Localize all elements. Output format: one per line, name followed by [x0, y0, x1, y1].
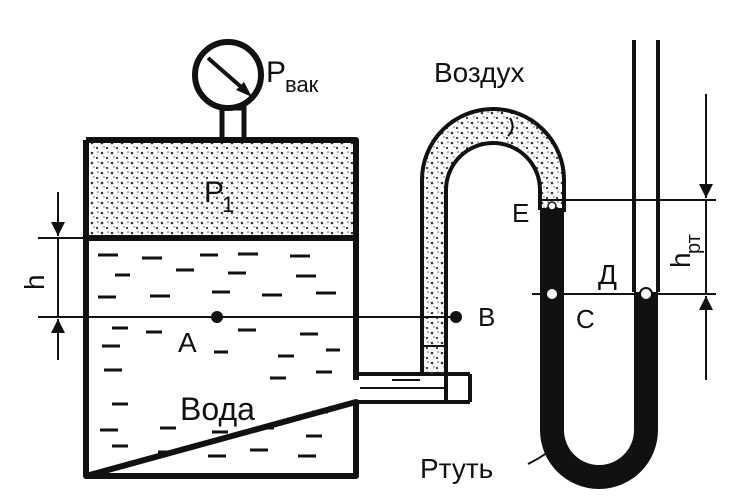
- label-e: E: [512, 198, 529, 228]
- label-a: A: [178, 327, 197, 358]
- label-p1-sub: 1: [222, 192, 234, 217]
- label-p1: P: [204, 176, 224, 209]
- point-c: [545, 287, 559, 301]
- label-h-rt-sub: рт: [683, 234, 705, 254]
- label-b: B: [478, 302, 495, 332]
- point-a: [211, 311, 223, 323]
- air-tube-outer-wall: [420, 107, 566, 374]
- point-d: [639, 287, 653, 301]
- mercury-leader: [527, 451, 549, 465]
- label-mercury: Ртуть: [420, 453, 493, 484]
- air-tube-fill: [422, 109, 564, 374]
- tank-gas-region: [86, 140, 356, 236]
- air-leader: [507, 117, 514, 137]
- water-dashes: [98, 252, 340, 458]
- label-air: Воздух: [434, 57, 525, 88]
- air-tube-inner-wall: [444, 141, 542, 374]
- vacuum-gauge: [192, 39, 264, 143]
- point-e: [547, 201, 557, 211]
- label-p-vac-sub: вак: [285, 72, 319, 97]
- label-p-vac: Р: [266, 56, 286, 89]
- label-d: Д: [598, 259, 617, 290]
- point-b: [450, 311, 462, 323]
- label-water: Вода: [180, 391, 255, 427]
- connecting-pipe: [356, 372, 470, 404]
- gauge-stem: [219, 105, 247, 143]
- label-h: h: [19, 274, 50, 290]
- label-c: C: [576, 304, 595, 334]
- label-h-rt: h: [665, 252, 696, 268]
- gauge-needle-tip: [236, 82, 252, 97]
- mercury-column: [540, 208, 658, 489]
